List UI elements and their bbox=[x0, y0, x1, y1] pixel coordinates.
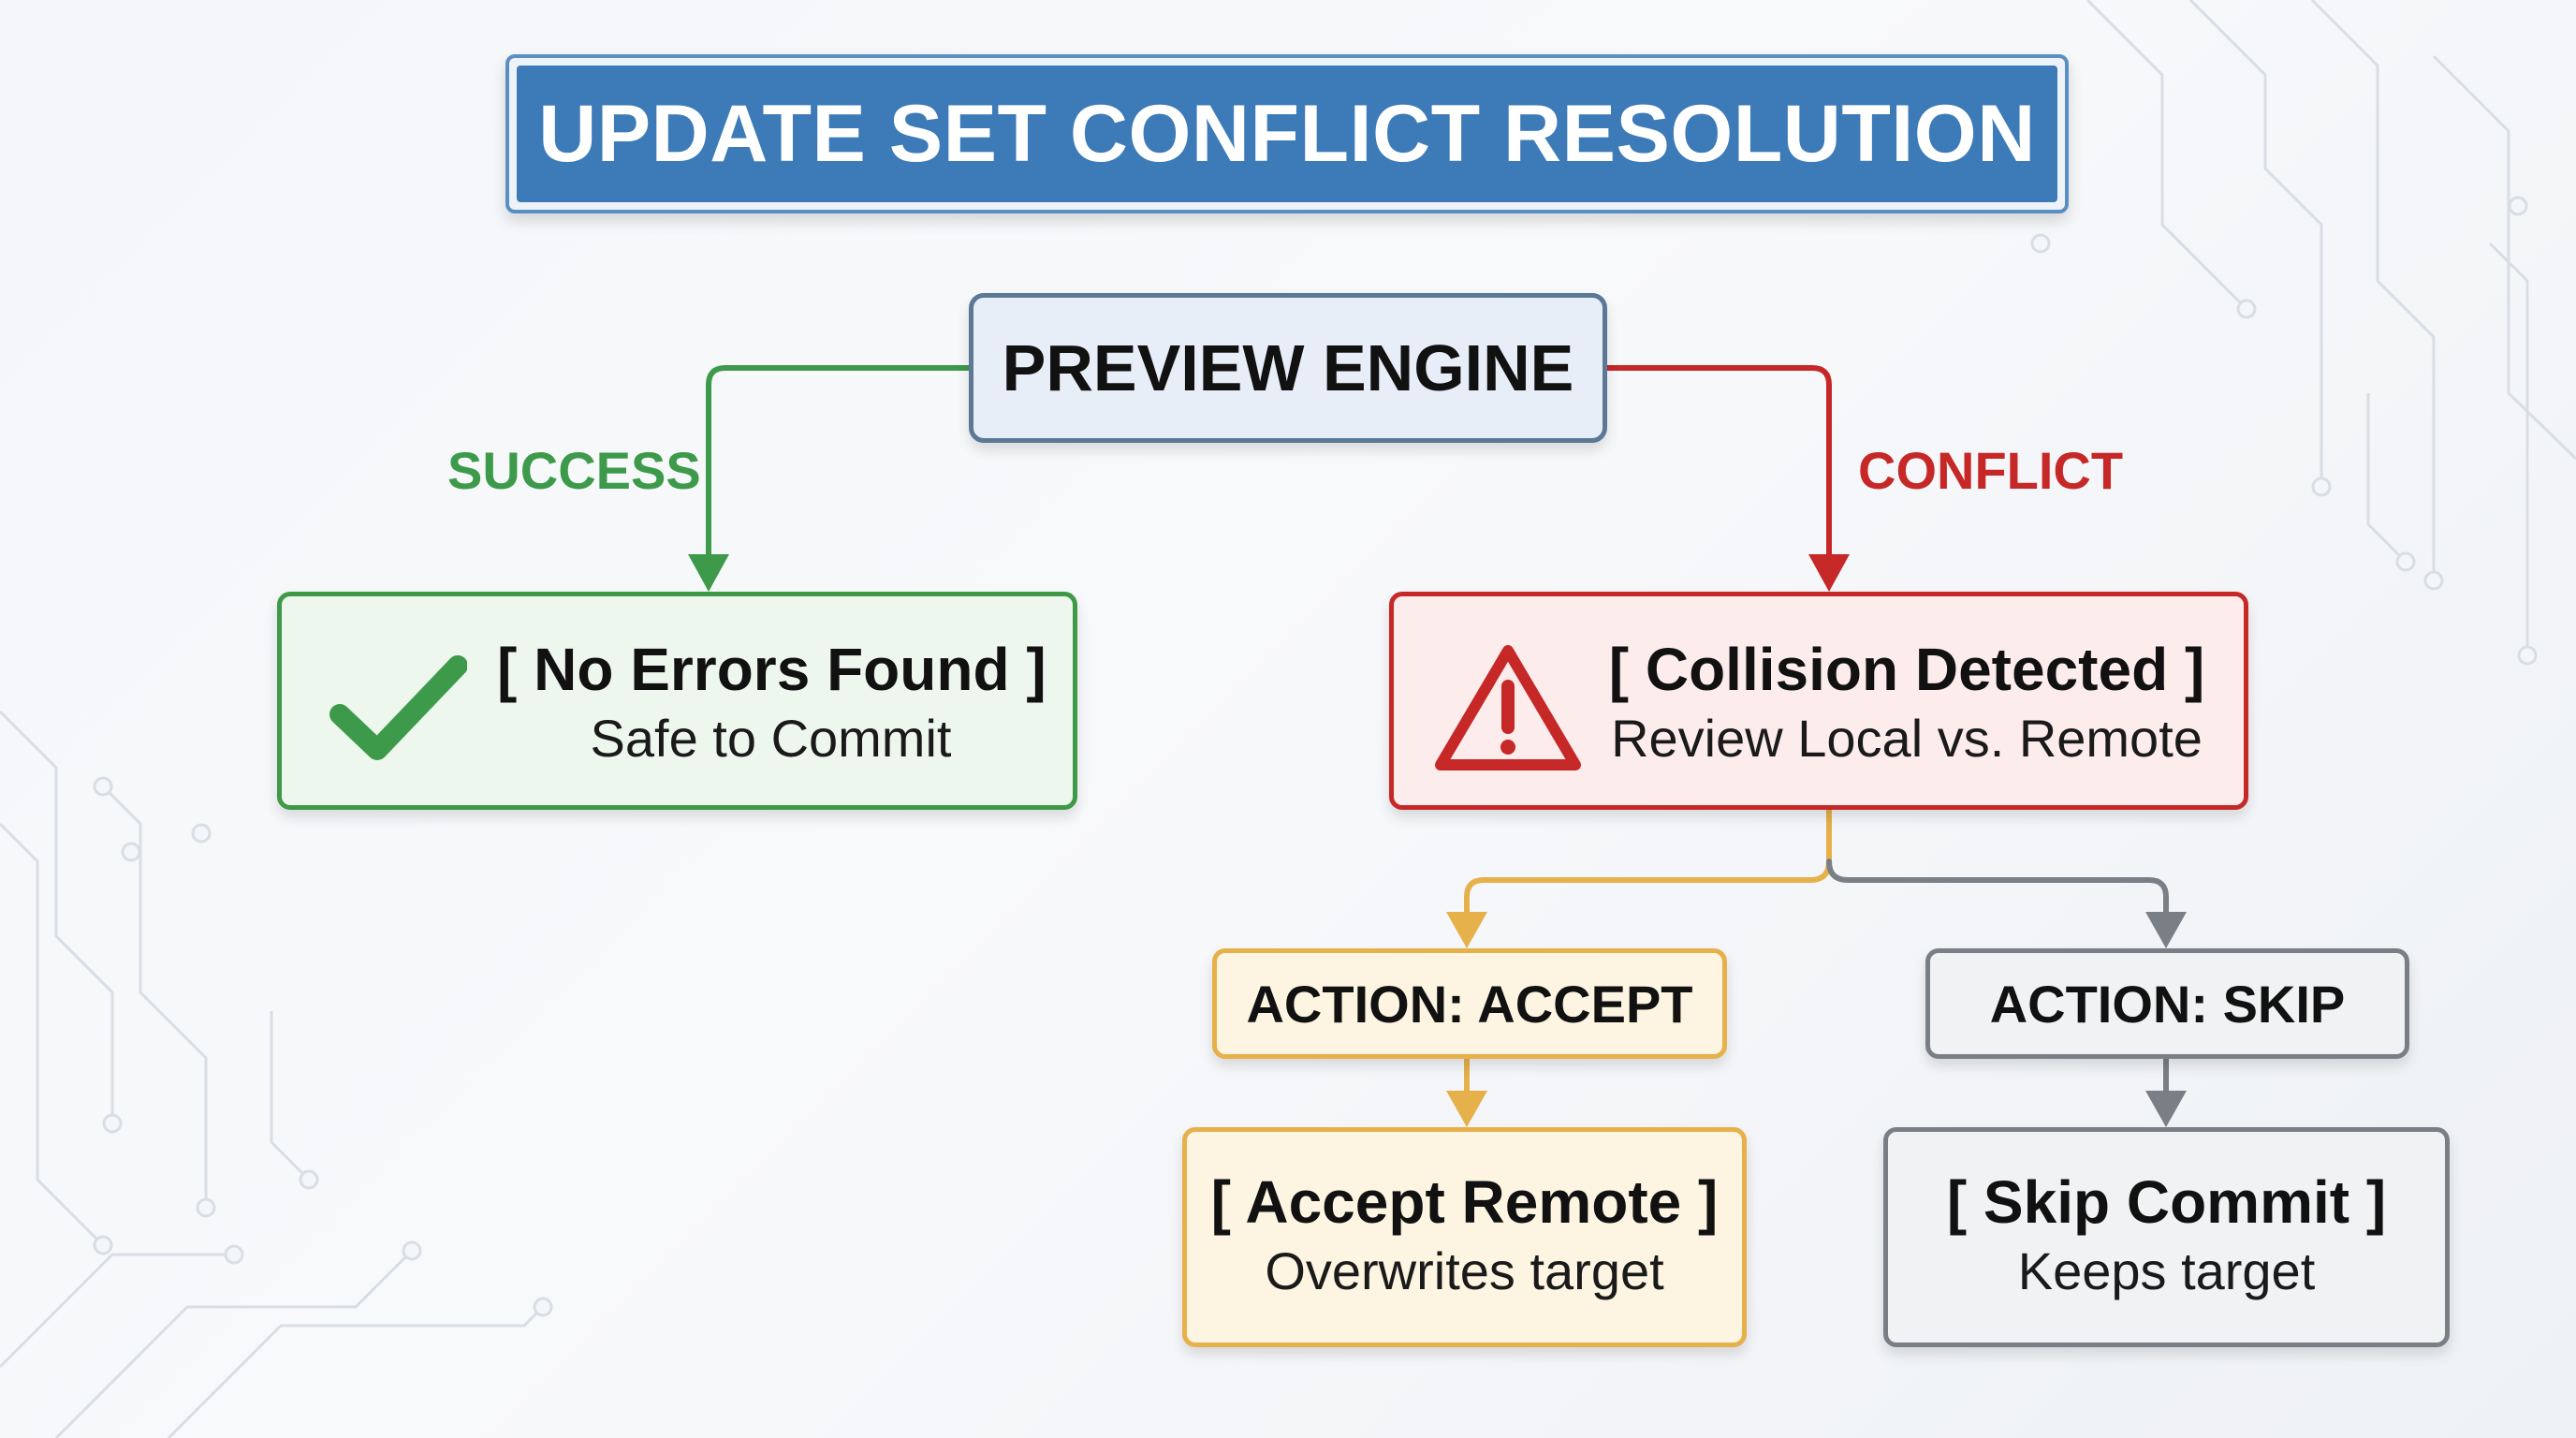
collision-text: [ Collision Detected ] Review Local vs. … bbox=[1598, 636, 2216, 772]
collision-detected-node: [ Collision Detected ] Review Local vs. … bbox=[1389, 592, 2248, 810]
accept-remote-title: [ Accept Remote ] bbox=[1210, 1168, 1719, 1237]
skip-arrowhead bbox=[2145, 912, 2187, 948]
accept-remote-node: [ Accept Remote ] Overwrites target bbox=[1182, 1127, 1747, 1347]
warning-icon bbox=[1435, 645, 1581, 770]
conflict-arrowhead bbox=[1808, 554, 1850, 592]
collision-title: [ Collision Detected ] bbox=[1608, 636, 2205, 703]
collision-subtitle: Review Local vs. Remote bbox=[1611, 708, 2203, 768]
page-title: UPDATE SET CONFLICT RESOLUTION bbox=[517, 66, 2057, 202]
action-skip-label: ACTION: SKIP bbox=[1989, 974, 2346, 1034]
conflict-connector bbox=[1604, 365, 1832, 563]
success-arrowhead bbox=[688, 554, 729, 592]
accept-connector bbox=[1464, 807, 1832, 920]
preview-engine-label: PREVIEW ENGINE bbox=[1002, 331, 1574, 404]
action-skip-node: ACTION: SKIP bbox=[1925, 948, 2409, 1059]
title-banner: UPDATE SET CONFLICT RESOLUTION bbox=[505, 54, 2069, 213]
success-branch-label: SUCCESS bbox=[447, 441, 701, 500]
accept-remote-subtitle: Overwrites target bbox=[1265, 1240, 1664, 1300]
skip-commit-title: [ Skip Commit ] bbox=[1946, 1168, 2387, 1237]
action-accept-node: ACTION: ACCEPT bbox=[1212, 948, 1727, 1059]
skip-connector bbox=[1826, 858, 2169, 920]
no-errors-node: [ No Errors Found ] Safe to Commit bbox=[277, 592, 1077, 810]
accept-result-arrowhead bbox=[1446, 1091, 1487, 1127]
skip-commit-node: [ Skip Commit ] Keeps target bbox=[1883, 1127, 2450, 1347]
preview-engine-node: PREVIEW ENGINE bbox=[969, 293, 1607, 443]
conflict-branch-label: CONFLICT bbox=[1858, 441, 2124, 500]
no-errors-subtitle: Safe to Commit bbox=[590, 708, 952, 768]
no-errors-text: [ No Errors Found ] Safe to Commit bbox=[497, 636, 1046, 772]
skip-commit-subtitle: Keeps target bbox=[2017, 1240, 2316, 1300]
action-accept-label: ACTION: ACCEPT bbox=[1246, 974, 1693, 1034]
success-connector bbox=[706, 365, 972, 563]
check-icon bbox=[329, 655, 467, 760]
no-errors-title: [ No Errors Found ] bbox=[497, 636, 1046, 703]
skip-result-arrowhead bbox=[2145, 1091, 2187, 1127]
accept-arrowhead bbox=[1446, 912, 1487, 948]
